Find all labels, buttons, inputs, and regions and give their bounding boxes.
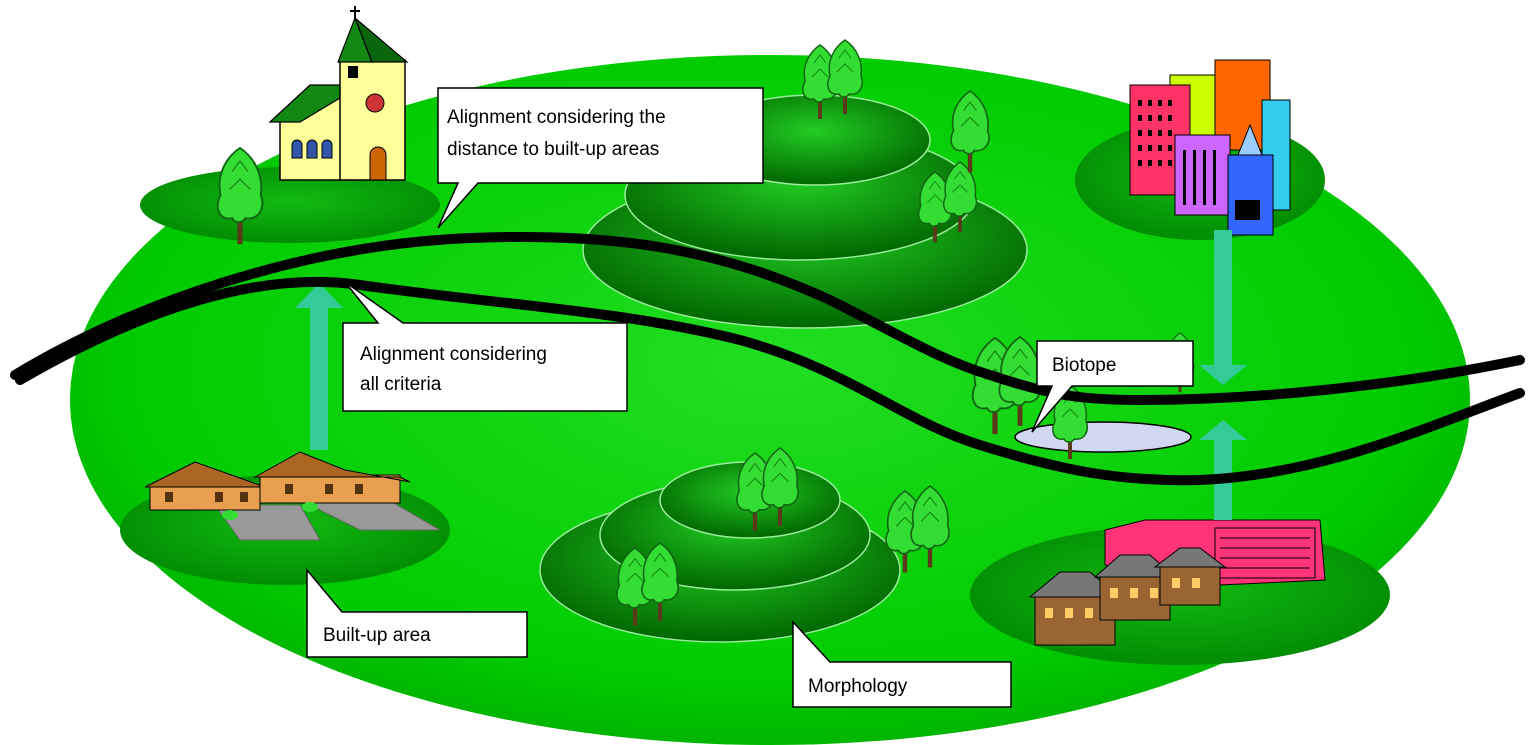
callout-distance-line2: distance to built-up areas <box>447 139 659 160</box>
callout-distance-line1: Alignment considering the <box>447 107 666 128</box>
pond-icon <box>1014 421 1192 453</box>
houses-icon <box>144 451 442 541</box>
callout-morphology-label: Morphology <box>808 676 908 697</box>
church-icon <box>268 6 409 181</box>
callout-built-up-area: Built-up area <box>306 567 528 658</box>
callout-morphology: Morphology <box>792 620 1012 708</box>
factory-icon <box>1028 519 1326 646</box>
callout-all-criteria-line1: Alignment considering <box>360 344 547 365</box>
route-distance-line <box>10 231 1525 406</box>
callout-biotope-label: Biotope <box>1052 355 1116 376</box>
arrow-built-up <box>295 283 343 450</box>
callout-biotope: Biotope <box>1031 340 1194 433</box>
route-all-criteria-line <box>15 276 1525 486</box>
city-buildings-icon <box>1129 59 1291 236</box>
callout-all-criteria-line2: all criteria <box>360 374 442 395</box>
church-patch <box>140 167 440 243</box>
callout-built-up-area-label: Built-up area <box>323 625 431 646</box>
callout-all-criteria: Alignment considering all criteria <box>342 281 628 412</box>
callout-distance: Alignment considering the distance to bu… <box>437 87 764 229</box>
arrow-city-down <box>1199 230 1247 385</box>
